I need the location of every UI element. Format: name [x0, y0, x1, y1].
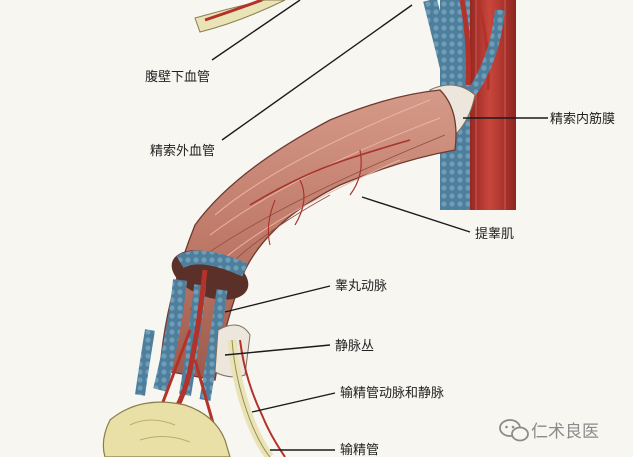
label-internal-spermatic-fascia: 精索内筋膜	[550, 111, 615, 127]
label-ductus-deferens: 输精管	[340, 442, 379, 457]
cord-cross-section	[171, 250, 249, 300]
leader-lines	[211, 0, 548, 451]
label-inferior-epigastric-vessels: 腹壁下血管	[145, 69, 210, 85]
cremaster-muscle	[159, 89, 457, 381]
label-venous-plexus: 静脉丛	[335, 339, 374, 354]
label-testicular-artery: 睾丸动脉	[335, 278, 387, 294]
label-ductus-deferens-vessels: 输精管动脉和静脉	[340, 385, 444, 401]
wechat-icon	[499, 419, 529, 442]
ductus-deferens	[227, 339, 286, 457]
testis	[102, 401, 231, 457]
labels: 腹壁下血管 精索外血管 精索内筋膜 提睾肌 睾丸动脉 静脉丛 输精管动脉和静脉 …	[145, 69, 615, 457]
label-cremaster-muscle: 提睾肌	[475, 226, 514, 242]
watermark-text: 仁术良医	[531, 422, 599, 442]
inferior-epigastric-vessel-fragment	[194, 0, 286, 33]
upper-vessel-bundle	[423, 0, 505, 98]
label-external-spermatic-vessels: 精索外血管	[150, 144, 215, 159]
watermark: 仁术良医	[499, 419, 599, 442]
